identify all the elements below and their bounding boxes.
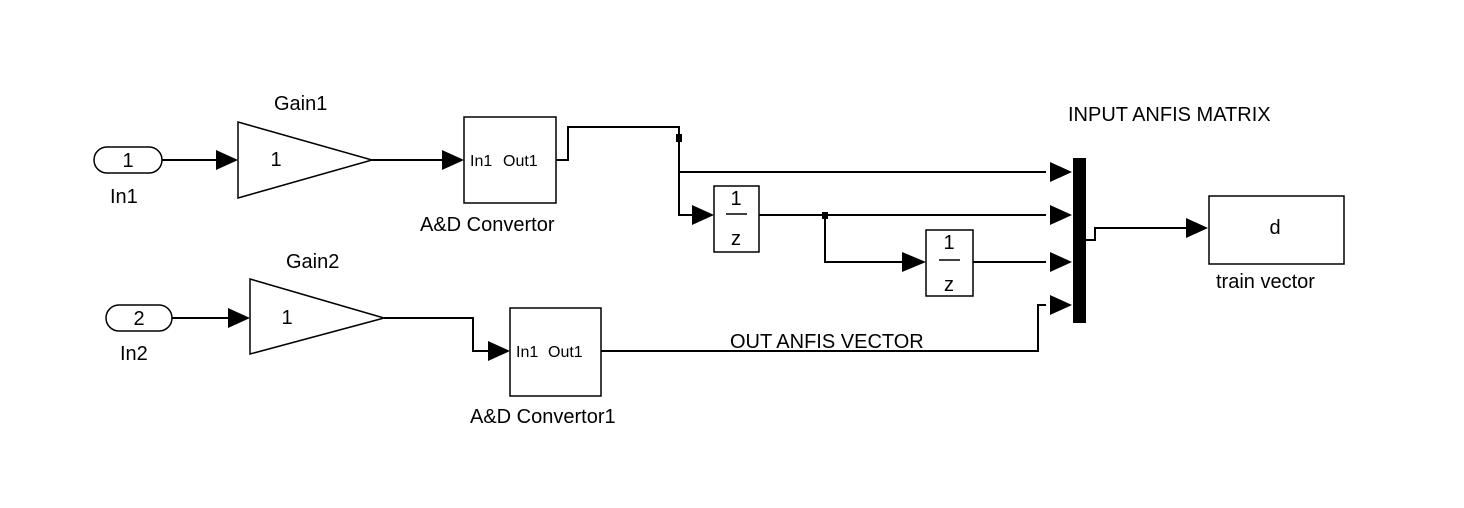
adc1-block[interactable]: In1 Out1 A&D Convertor1 xyxy=(470,307,616,428)
arrow-delay1-in xyxy=(692,205,714,225)
gain1-triangle xyxy=(237,121,375,199)
unit-delay-2-box xyxy=(925,229,974,297)
unit-delay-2-num: 1 xyxy=(943,232,954,254)
train-vector-block[interactable]: d train vector xyxy=(1208,195,1345,293)
inport-in2-shape xyxy=(105,304,173,332)
branch-point xyxy=(676,134,682,142)
arrow-gain2-in xyxy=(228,308,250,328)
adc-port-out: Out1 xyxy=(503,153,538,170)
wire-gain2-adc1 xyxy=(384,317,490,352)
gain2-block[interactable]: 1 Gain2 xyxy=(249,251,387,355)
adc1-label: A&D Convertor1 xyxy=(470,406,616,428)
train-vector-box xyxy=(1208,195,1345,265)
adc-port-in: In1 xyxy=(470,153,492,170)
adc1-box xyxy=(509,307,602,397)
wire-branch-delay2 xyxy=(824,215,904,263)
unit-delay-2-den: z xyxy=(944,274,954,296)
gain2-triangle xyxy=(249,278,387,355)
unit-delay-1-num: 1 xyxy=(730,188,741,210)
arrow-train-in xyxy=(1186,218,1208,238)
gain2-value: 1 xyxy=(281,307,292,329)
gain2-label: Gain2 xyxy=(286,251,339,273)
unit-delay-1-den: z xyxy=(731,228,741,250)
arrowheads xyxy=(216,150,1208,361)
arrow-mux-in-4 xyxy=(1050,295,1072,315)
inport-in1-label: In1 xyxy=(110,186,138,208)
wire-branch-delay1 xyxy=(678,172,694,216)
wire-adc1-mux-4 xyxy=(601,304,1046,352)
wire-mux-train xyxy=(1086,227,1190,241)
arrow-adc-in xyxy=(442,150,464,170)
gain1-block[interactable]: 1 Gain1 xyxy=(237,93,375,199)
mux-block[interactable]: INPUT ANFIS MATRIX xyxy=(1068,104,1271,323)
adc1-port-in: In1 xyxy=(516,344,538,361)
mux-label: INPUT ANFIS MATRIX xyxy=(1068,104,1271,126)
arrow-mux-in-2 xyxy=(1050,205,1072,225)
unit-delay-1[interactable]: 1 z xyxy=(713,185,760,253)
inport-in2[interactable]: 2 In2 xyxy=(105,304,173,365)
mux-bar xyxy=(1073,158,1086,323)
arrow-gain1-in xyxy=(216,150,238,170)
arrow-mux-in-1 xyxy=(1050,162,1072,182)
train-vector-value: d xyxy=(1269,217,1280,239)
inport-in2-label: In2 xyxy=(120,343,148,365)
unit-delay-1-box xyxy=(713,185,760,253)
inport-in2-value: 2 xyxy=(133,308,144,330)
adc1-port-out: Out1 xyxy=(548,344,583,361)
arrow-mux-in-3 xyxy=(1050,252,1072,272)
adc-label: A&D Convertor xyxy=(420,214,555,236)
unit-delay-2[interactable]: 1 z xyxy=(925,229,974,297)
inport-in1-value: 1 xyxy=(122,150,133,172)
arrow-adc1-in xyxy=(488,341,510,361)
adc-box xyxy=(463,116,557,204)
wire-adc-mux-1 xyxy=(556,126,1046,173)
inport-in1-shape xyxy=(93,146,163,174)
signal-lines xyxy=(162,126,1190,352)
arrow-delay2-in xyxy=(902,252,926,272)
out-vector-signal-label: OUT ANFIS VECTOR xyxy=(730,331,924,353)
gain1-label: Gain1 xyxy=(274,93,327,115)
adc-block[interactable]: In1 Out1 A&D Convertor xyxy=(420,116,557,236)
inport-in1[interactable]: 1 In1 xyxy=(93,146,163,208)
train-vector-label: train vector xyxy=(1216,271,1315,293)
gain1-value: 1 xyxy=(270,149,281,171)
